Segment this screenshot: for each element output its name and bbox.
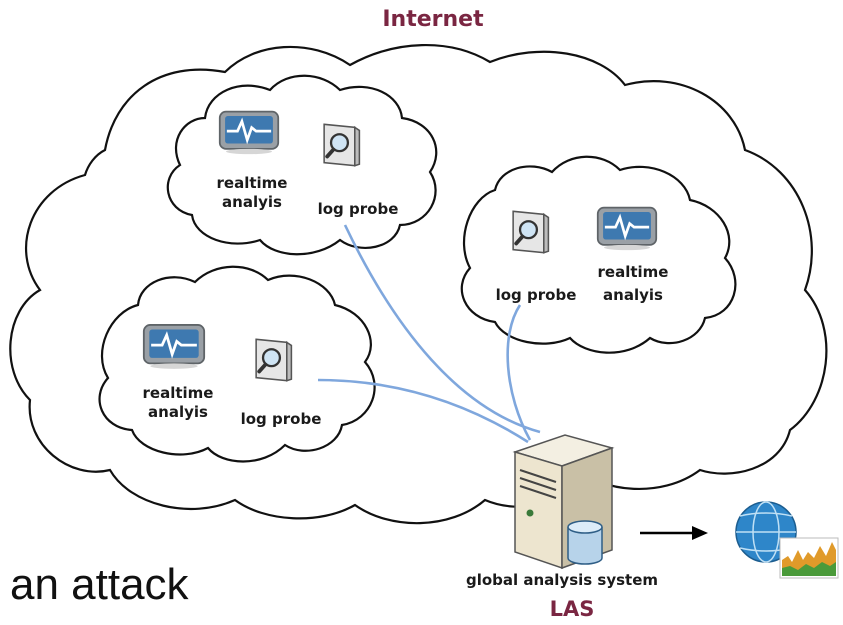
log-probe-magnifier-icon bbox=[256, 339, 291, 380]
log-probe-magnifier-icon bbox=[324, 124, 359, 165]
site-cloud-left bbox=[98, 265, 376, 463]
realtime-monitor-icon bbox=[218, 110, 280, 156]
connection-lines bbox=[317, 224, 541, 444]
monitor-label-line2: analyis bbox=[148, 403, 208, 421]
monitor-label-line1: realtime bbox=[598, 263, 669, 281]
database-icon bbox=[567, 520, 603, 565]
arrow-right-icon bbox=[640, 526, 708, 540]
probe-label: log probe bbox=[241, 410, 322, 428]
globe-traffic-chart-icon bbox=[735, 501, 839, 579]
probe-label: log probe bbox=[496, 286, 577, 304]
monitor-label-line2: analyis bbox=[222, 193, 282, 211]
realtime-monitor-icon bbox=[596, 206, 658, 252]
server-acronym: LAS bbox=[550, 597, 595, 621]
monitor-label-line1: realtime bbox=[217, 174, 288, 192]
connection-right-to-server bbox=[506, 304, 532, 441]
caption-text: an attack bbox=[10, 560, 189, 609]
site-cloud-right bbox=[460, 155, 737, 354]
monitor-label-line1: realtime bbox=[143, 384, 214, 402]
internet-title: Internet bbox=[382, 7, 484, 32]
log-probe-magnifier-icon bbox=[513, 211, 548, 252]
connection-left-to-server bbox=[317, 378, 529, 444]
server-label: global analysis system bbox=[466, 571, 658, 589]
realtime-monitor-icon bbox=[142, 323, 206, 370]
connection-top-to-server bbox=[343, 224, 541, 434]
monitor-label-line2: analyis bbox=[603, 286, 663, 304]
probe-label: log probe bbox=[318, 200, 399, 218]
